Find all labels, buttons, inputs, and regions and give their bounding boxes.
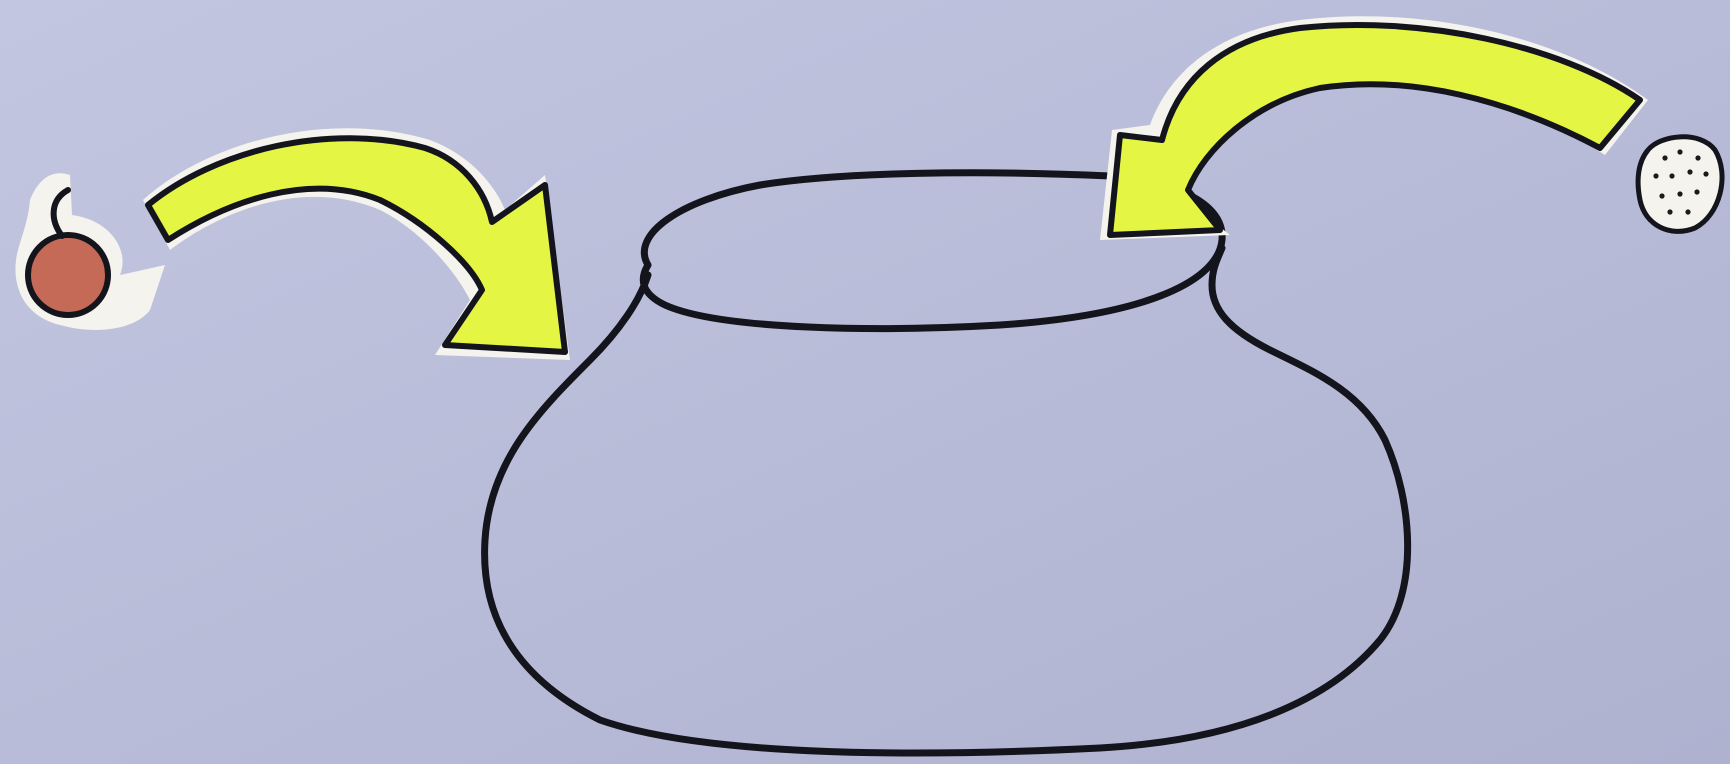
seeded-round bbox=[1638, 137, 1722, 232]
fruit-body bbox=[28, 235, 108, 315]
